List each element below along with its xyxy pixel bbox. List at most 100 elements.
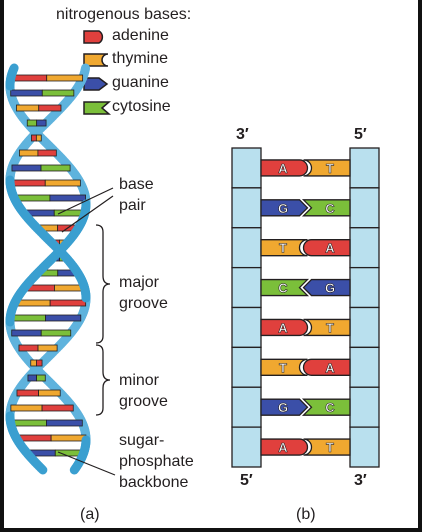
right-backbone-segment xyxy=(349,187,380,229)
ladder-letter-left: G xyxy=(278,400,288,415)
ladder-letter-left: G xyxy=(278,201,288,216)
ladder-letter-right: C xyxy=(325,201,335,216)
helix-base-adenine xyxy=(37,149,57,157)
base-pair-pointer-2 xyxy=(61,195,114,233)
ladder-base-adenine xyxy=(260,438,309,456)
ladder-base-adenine xyxy=(302,358,351,376)
ladder-letter-right: A xyxy=(325,241,335,256)
minor-groove-brace xyxy=(95,344,111,416)
helix-base-cytosine xyxy=(36,374,46,382)
helix-base-adenine xyxy=(41,404,74,412)
helix-front-strand xyxy=(5,63,91,475)
base-pair-label-line1: base xyxy=(119,176,154,193)
ladder-letter-left: C xyxy=(278,281,288,296)
left-backbone-segment xyxy=(231,147,262,189)
right-backbone-segment xyxy=(349,386,380,428)
helix-base-guanine xyxy=(49,194,86,202)
right-backbone-strand xyxy=(349,147,380,468)
ladder-letter-left: A xyxy=(278,440,288,455)
ladder-base-thymine xyxy=(260,358,308,376)
major-groove-brace xyxy=(95,224,111,344)
strand-label-bottom-left: 5′ xyxy=(240,472,253,489)
helix-base-thymine xyxy=(46,74,84,82)
panel-b-label: (b) xyxy=(296,506,316,523)
strand-label-top-left: 3′ xyxy=(236,126,249,143)
left-backbone-segment xyxy=(231,187,262,229)
ladder-base-thymine xyxy=(303,159,351,177)
backbone-pointer xyxy=(57,451,116,476)
right-frame-edge xyxy=(418,0,422,532)
helix-base-guanine xyxy=(46,419,83,427)
strand-label-top-right: 5′ xyxy=(354,126,367,143)
right-backbone-segment xyxy=(349,426,380,468)
helix-base-adenine xyxy=(38,104,62,112)
legend-label-cytosine: cytosine xyxy=(112,98,171,115)
thymine-notch-icon xyxy=(83,53,109,67)
ladder-letter-left: A xyxy=(278,320,288,335)
bottom-frame-edge xyxy=(0,528,422,532)
ladder-base-cytosine xyxy=(260,278,310,297)
panel-a-label: (a) xyxy=(80,506,100,523)
helix-base-cytosine xyxy=(41,89,75,97)
ladder-base-guanine xyxy=(302,278,351,297)
helix-base-thymine xyxy=(35,134,42,142)
base-pair-pointer-1 xyxy=(57,187,114,215)
ladder-letter-left: T xyxy=(279,360,287,375)
ladder-letter-right: T xyxy=(326,320,334,335)
right-backbone-segment xyxy=(349,306,380,349)
helix-base-thymine xyxy=(38,389,61,397)
ladder-letter-left: T xyxy=(279,241,287,256)
cytosine-notch-icon xyxy=(83,101,112,115)
ladder-letter-right: G xyxy=(325,281,335,296)
ladder-base-adenine xyxy=(260,318,309,337)
helix-base-thymine xyxy=(37,344,58,352)
left-backbone-segment xyxy=(231,266,262,309)
helix-base-thymine xyxy=(44,179,81,187)
backbone-label-line1: sugar- xyxy=(119,432,165,449)
ladder-base-guanine xyxy=(260,398,309,416)
ladder-base-adenine xyxy=(260,159,309,177)
ladder-base-thymine xyxy=(260,239,308,257)
major-groove-label-line1: major xyxy=(119,274,160,291)
backbone-label-line3: backbone xyxy=(119,474,189,491)
right-backbone-segment xyxy=(349,346,380,388)
ladder-letter-right: T xyxy=(326,161,334,176)
helix-strand-segment-b xyxy=(69,463,81,475)
ladder-base-adenine xyxy=(302,239,351,257)
base-pair-label-line2: pair xyxy=(119,197,146,214)
left-frame-edge xyxy=(0,0,4,532)
right-backbone-segment xyxy=(349,227,380,269)
minor-groove-label-line1: minor xyxy=(119,372,160,389)
ladder-base-guanine xyxy=(260,199,309,217)
ladder-base-cytosine xyxy=(301,199,351,217)
ladder-letter-right: A xyxy=(325,360,335,375)
helix-base-adenine xyxy=(36,359,43,367)
left-backbone-strand xyxy=(231,147,262,468)
ladder-letter-left: A xyxy=(278,161,288,176)
left-backbone-segment xyxy=(231,386,262,428)
guanine-tab-icon xyxy=(83,77,109,91)
strand-label-bottom-right: 3′ xyxy=(354,472,367,489)
minor-groove-label-line2: groove xyxy=(119,393,168,410)
right-backbone-segment xyxy=(349,147,380,189)
helix-base-guanine xyxy=(45,314,82,322)
left-backbone-segment xyxy=(231,426,262,468)
adenine-tab-icon xyxy=(83,30,104,44)
ladder-base-thymine xyxy=(303,438,351,456)
helix-base-cytosine xyxy=(40,164,71,172)
right-backbone-segment xyxy=(349,266,380,309)
helix-base-pairs xyxy=(9,74,87,457)
legend-label-thymine: thymine xyxy=(112,50,169,67)
backbone-label-line2: phosphate xyxy=(119,453,194,470)
helix-base-guanine xyxy=(36,119,47,127)
